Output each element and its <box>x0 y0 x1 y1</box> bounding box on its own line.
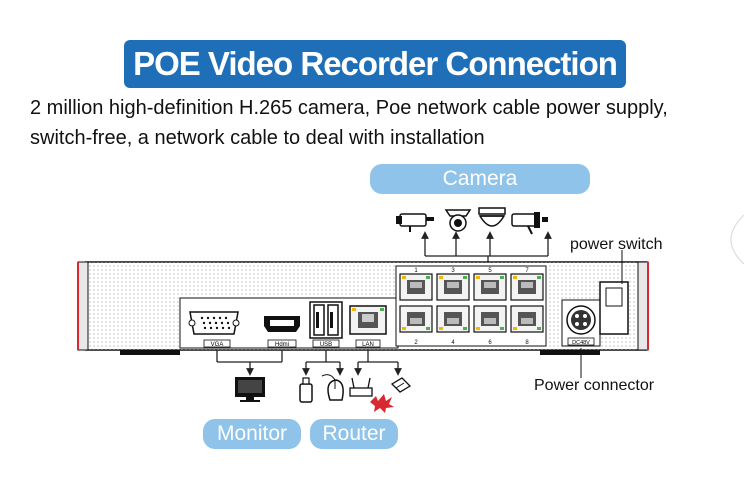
lan-label: LAN <box>362 342 374 348</box>
hdmi-port <box>264 316 300 332</box>
power-connector <box>561 299 601 347</box>
camera-label: Camera <box>370 164 590 194</box>
bullet-camera-icon <box>511 212 548 235</box>
vga-port <box>188 311 240 335</box>
subtitle-line-2: switch-free, a network cable to deal wit… <box>30 127 485 149</box>
poe-number: 5 <box>488 268 492 274</box>
dome-camera-icon <box>444 209 472 232</box>
poe-port <box>510 305 544 333</box>
usb-label: USB <box>320 342 332 348</box>
dc-label: DC48V <box>572 340 590 346</box>
poe-port <box>473 305 507 333</box>
dome-camera-icon <box>478 207 506 227</box>
edge-decoration <box>730 214 745 265</box>
network-burst-icon <box>370 394 394 413</box>
router-icon <box>349 377 373 397</box>
poe-number: 8 <box>525 340 529 346</box>
camera-connection-lines <box>421 231 552 262</box>
poe-number: 7 <box>525 268 529 274</box>
poe-port <box>399 273 433 301</box>
power-connector-label: Power connector <box>534 377 655 394</box>
poe-number: 6 <box>488 340 492 346</box>
poe-port <box>510 273 544 301</box>
bottom-connection-lines <box>216 350 402 376</box>
hdmi-label: Hdmi <box>275 342 289 348</box>
subtitle-line-1: 2 million high-definition H.265 camera, … <box>30 97 668 119</box>
monitor-icon <box>235 377 265 402</box>
page-title: POE Video Recorder Connection <box>124 40 626 88</box>
router-label: Router <box>310 419 398 449</box>
poe-port <box>436 305 470 333</box>
bullet-camera-icon <box>396 213 434 232</box>
usb-ports <box>309 301 343 339</box>
poe-port <box>436 273 470 301</box>
network-switch-icon <box>390 377 412 393</box>
power-switch <box>599 281 629 335</box>
lan-port <box>349 305 387 335</box>
poe-port <box>473 273 507 301</box>
poe-number: 3 <box>451 268 455 274</box>
poe-number: 1 <box>414 268 418 274</box>
usb-drive-icon <box>299 377 313 403</box>
poe-port <box>399 305 433 333</box>
monitor-label: Monitor <box>203 419 301 449</box>
poe-port-block <box>399 273 544 333</box>
subtitle: 2 million high-definition H.265 camera, … <box>30 93 730 153</box>
mouse-icon <box>321 374 344 401</box>
poe-number: 2 <box>414 340 418 346</box>
vga-label: VGA <box>211 342 224 348</box>
power-switch-label: power switch <box>570 236 663 253</box>
poe-number: 4 <box>451 340 455 346</box>
